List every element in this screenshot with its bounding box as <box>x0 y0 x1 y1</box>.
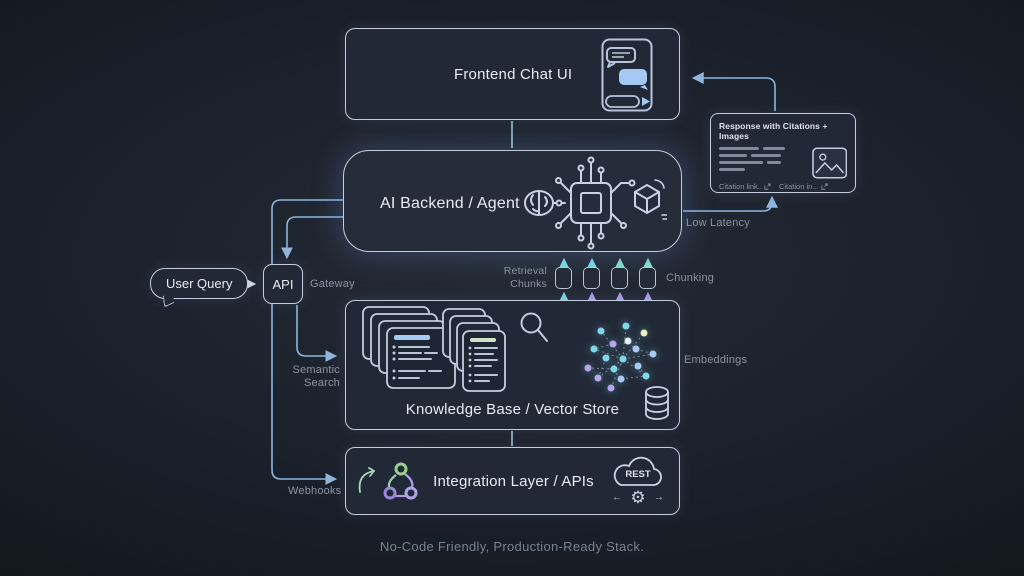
citation-link-right: Citation in... <box>779 182 828 191</box>
api-gateway-node: API <box>263 264 303 304</box>
gear-icon: ⚙ <box>630 488 645 507</box>
citation-left-text: Citation link.. <box>719 182 762 191</box>
embeddings-label: Embeddings <box>684 354 748 366</box>
retrieval-chunk-box <box>611 267 628 289</box>
response-card-body <box>719 147 847 179</box>
user-query-bubble: User Query <box>150 268 249 299</box>
retrieval-chunk-box <box>583 267 600 289</box>
image-placeholder-icon <box>811 147 847 179</box>
rest-cloud-gear-icon: REST ⚙ ← → <box>612 456 664 507</box>
arrow-left-icon: ← <box>612 492 622 503</box>
ai-chip-brain-cube-icon <box>524 156 667 250</box>
user-query-label: User Query <box>166 276 233 291</box>
arrow-right-icon: → <box>654 492 664 503</box>
webhooks-label: Webhooks <box>288 485 342 497</box>
response-skeleton-lines <box>719 147 806 179</box>
database-icon <box>645 386 669 420</box>
external-link-icon <box>820 183 828 190</box>
response-card: Response with Citations + Images Citatio… <box>710 113 856 193</box>
semantic-search-label: Semantic Search <box>292 364 340 389</box>
integration-title: Integration Layer / APIs <box>433 472 594 490</box>
response-card-title: Response with Citations + Images <box>719 121 828 141</box>
embeddings-network-icon <box>584 322 657 392</box>
external-link-icon <box>764 183 771 190</box>
search-icon <box>520 312 548 342</box>
citation-row: Citation link.. Citation in... <box>719 182 847 191</box>
rest-badge: REST <box>625 469 651 480</box>
knowledge-base-title: Knowledge Base / Vector Store <box>405 401 620 418</box>
retrieval-chunk-box <box>555 267 572 289</box>
citation-link-left: Citation link.. <box>719 182 771 191</box>
webhook-icon <box>358 462 418 500</box>
ai-backend-title: AI Backend / Agent <box>380 195 520 212</box>
frontend-chat-ui-node: Frontend Chat UI <box>345 28 680 120</box>
citation-right-text: Citation in... <box>778 182 819 191</box>
integration-layer-node: Integration Layer / APIs REST ⚙ ← → <box>345 447 680 515</box>
ai-backend-agent-node: AI Backend / Agent <box>343 150 682 252</box>
chunking-label: Chunking <box>666 272 715 284</box>
api-label: API <box>272 276 294 292</box>
gateway-label: Gateway <box>310 278 355 290</box>
diagram-caption: No-Code Friendly, Production-Ready Stack… <box>379 539 645 554</box>
document-stack-icon <box>362 306 506 392</box>
frontend-title: Frontend Chat UI <box>454 65 573 83</box>
low-latency-label: Low Latency <box>686 217 750 229</box>
retrieval-chunks-label: Retrieval Chunks <box>503 265 547 290</box>
retrieval-chunk-box <box>639 267 656 289</box>
knowledge-base-node: Knowledge Base / Vector Store <box>345 300 680 430</box>
chat-ui-icon <box>601 38 653 112</box>
